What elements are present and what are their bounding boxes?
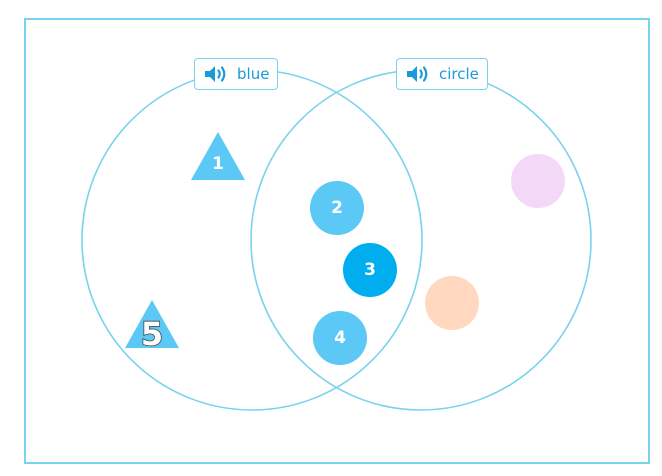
blue-label-button[interactable]: blue (194, 58, 279, 90)
peach-circle-item[interactable] (425, 276, 479, 330)
item-4-number: 4 (334, 328, 346, 348)
set-circle-circle (250, 69, 592, 411)
item-4-circle[interactable]: 4 (313, 311, 367, 365)
item-2-circle[interactable]: 2 (310, 181, 364, 235)
item-2-number: 2 (331, 198, 343, 218)
item-5-number: 5 (141, 315, 163, 353)
item-1-number: 1 (212, 154, 224, 174)
item-3-circle[interactable]: 3 (343, 243, 397, 297)
circle-label-button[interactable]: circle (396, 58, 488, 90)
item-3-number: 3 (364, 260, 376, 280)
blue-label-text: blue (237, 65, 270, 83)
speaker-icon (205, 66, 226, 82)
item-1-triangle[interactable]: 1 (191, 132, 245, 180)
set-blue-circle (81, 69, 423, 411)
pink-circle-item[interactable] (511, 154, 565, 208)
circle-label-text: circle (439, 65, 479, 83)
item-5-triangle[interactable]: 5 (125, 300, 179, 354)
speaker-icon (407, 66, 428, 82)
